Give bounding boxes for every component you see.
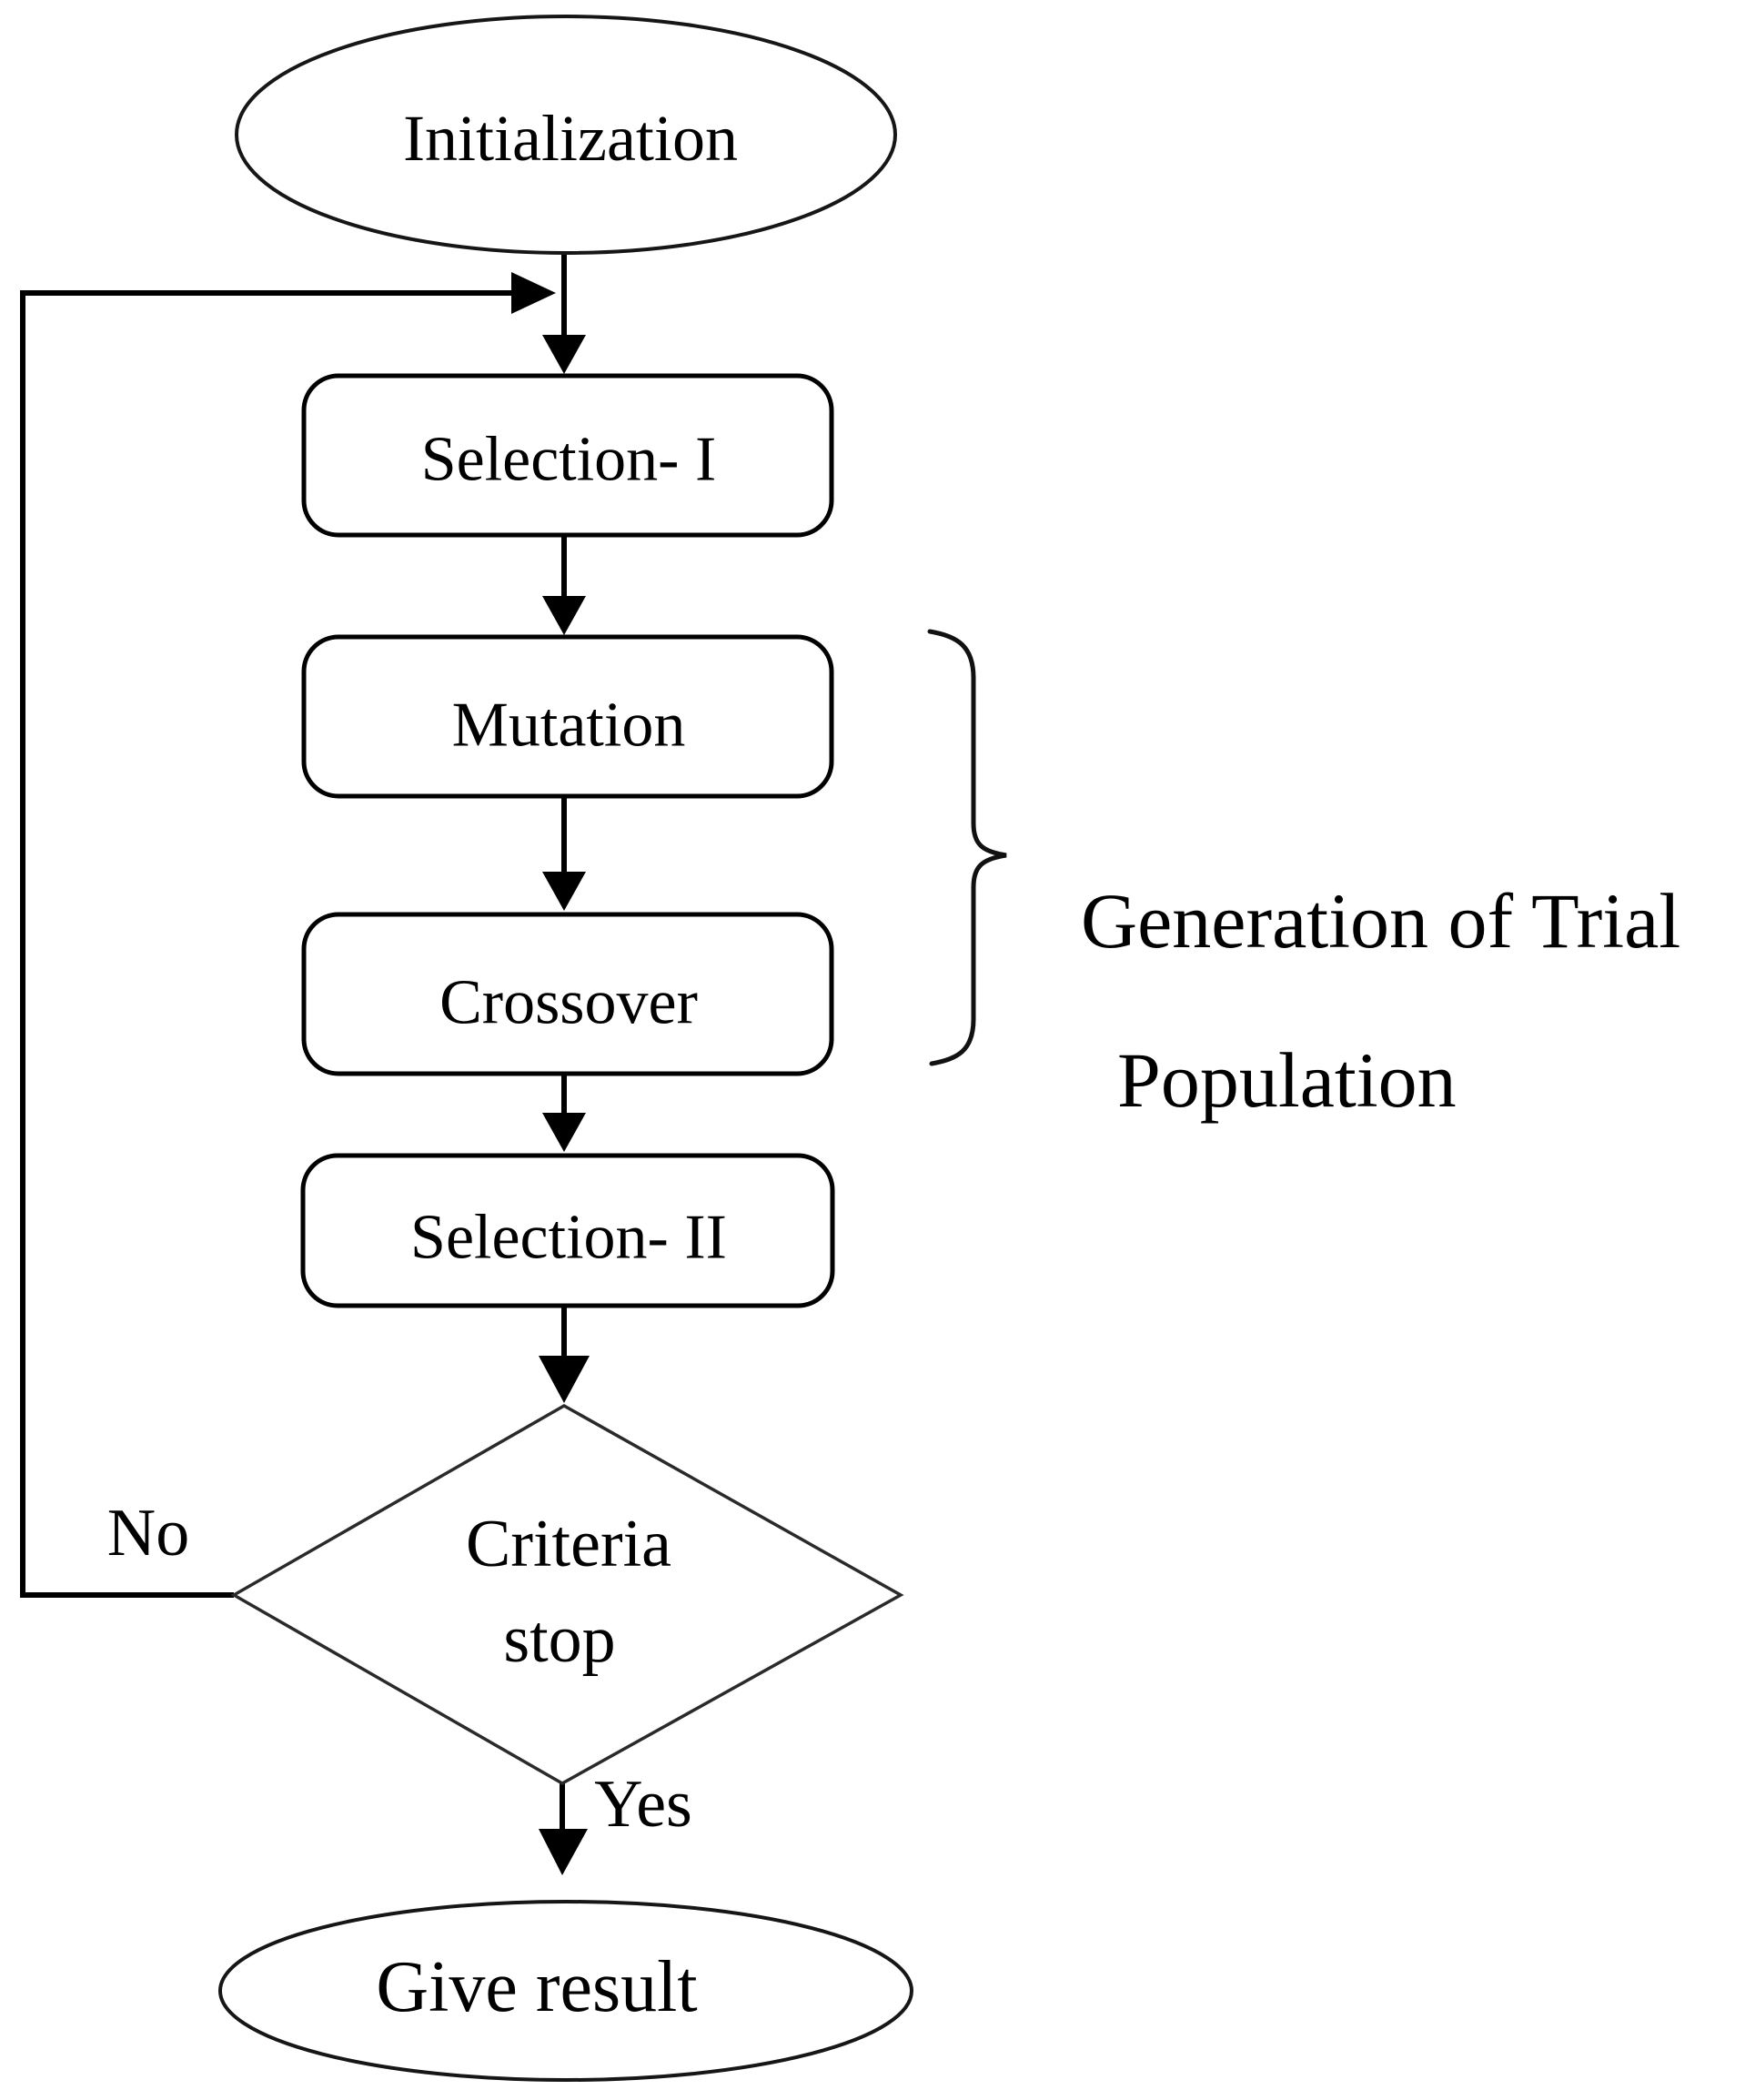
decision-label-line2: stop xyxy=(503,1602,615,1677)
node-give-result: Give result xyxy=(218,1900,913,2082)
decision-label-line1: Criteria xyxy=(466,1507,671,1581)
node-crossover: Crossover xyxy=(301,912,834,1076)
node-initialization: Initialization xyxy=(235,15,897,255)
arrowhead-into-selection1-icon xyxy=(542,335,586,374)
arrowhead-into-end-icon xyxy=(539,1829,588,1875)
no-label: No xyxy=(107,1496,189,1570)
arrowhead-into-decision-icon xyxy=(539,1356,590,1403)
arrowhead-into-mutation-icon xyxy=(542,596,586,635)
edges xyxy=(20,251,590,1875)
mutation-label: Mutation xyxy=(452,691,686,761)
edge-no-feedback-loop xyxy=(20,290,513,1598)
selection1-label: Selection- I xyxy=(421,425,717,495)
node-criteria-stop-decision: Criteria stop xyxy=(230,1403,904,1786)
mutation-box xyxy=(301,634,834,799)
crossover-box xyxy=(301,912,834,1076)
node-mutation: Mutation xyxy=(301,634,834,799)
selection1-box xyxy=(301,373,834,538)
annotation-line1: Generation of Trial xyxy=(1081,877,1680,964)
selection2-label: Selection- II xyxy=(410,1203,727,1273)
group-brace-icon xyxy=(927,629,1007,1066)
crossover-label: Crossover xyxy=(439,968,698,1038)
decision-diamond xyxy=(230,1403,904,1786)
give-result-label: Give result xyxy=(376,1947,697,2027)
annotation-line2: Population xyxy=(1117,1036,1457,1124)
selection2-box xyxy=(300,1153,835,1308)
initialization-label: Initialization xyxy=(403,102,738,175)
arrowhead-into-selection2-icon xyxy=(542,1113,586,1152)
node-selection1: Selection- I xyxy=(301,373,834,538)
arrowhead-feedback-junction-icon xyxy=(511,272,556,314)
annotation-generation-of-trial-population: Generation of Trial Population xyxy=(1081,877,1680,1124)
arrowhead-into-crossover-icon xyxy=(542,872,586,911)
give-result-ellipse xyxy=(218,1900,913,2082)
yes-label: Yes xyxy=(594,1767,692,1842)
initialization-ellipse xyxy=(235,15,897,255)
node-selection2: Selection- II xyxy=(300,1153,835,1308)
